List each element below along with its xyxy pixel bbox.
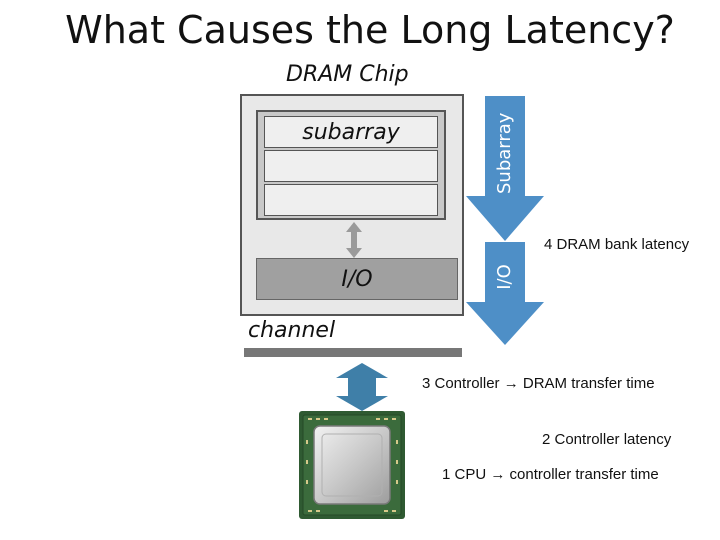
controller-dram-link-arrow <box>336 363 388 411</box>
step-controller-dram-transfer: 3 Controller → DRAM transfer time <box>422 375 655 392</box>
channel-bus <box>244 348 462 357</box>
io-label: I/O <box>341 266 373 292</box>
io-arrow-label: I/O <box>494 264 515 290</box>
step-controller-latency: 2 Controller latency <box>542 431 672 448</box>
subarray-row <box>264 184 438 216</box>
subarray-row-labeled: subarray <box>264 116 438 148</box>
subarray-row <box>264 150 438 182</box>
io-block: I/O <box>256 258 458 300</box>
channel-label: channel <box>248 318 336 343</box>
page-title: What Causes the Long Latency? <box>65 8 675 52</box>
io-latency-arrow <box>466 242 544 345</box>
subarray-arrow-label: Subarray <box>494 112 515 194</box>
dram-chip-label: DRAM Chip <box>286 62 409 87</box>
subarray-block: subarray <box>256 110 446 220</box>
internal-bus-arrow <box>346 222 362 258</box>
subarray-latency-arrow <box>466 96 544 241</box>
subarray-label: subarray <box>302 119 400 145</box>
step-cpu-controller-transfer: 1 CPU → controller transfer time <box>442 466 659 483</box>
step-dram-bank-latency: 4 DRAM bank latency <box>544 236 690 253</box>
cpu-chip-image <box>299 411 405 519</box>
